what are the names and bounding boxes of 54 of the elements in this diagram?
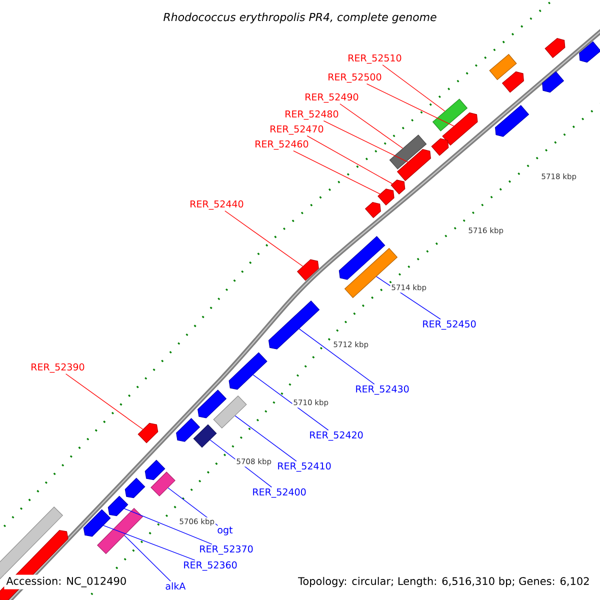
- gene-block: [579, 41, 600, 63]
- leader-line: [65, 374, 144, 430]
- gene-block: [138, 422, 158, 444]
- gene-label: RER_52370: [200, 545, 253, 555]
- gene-label: RER_52510: [348, 54, 402, 64]
- gene-block: [144, 460, 166, 480]
- gene-label: RER_52440: [190, 200, 244, 210]
- leader-line: [252, 374, 329, 431]
- gene-box: [389, 134, 427, 170]
- gene-label: RER_52500: [328, 73, 382, 83]
- gene-label: RER_52410: [278, 462, 331, 472]
- gene-block: [268, 300, 320, 350]
- leader-line: [124, 508, 212, 544]
- gene-block: [544, 38, 566, 58]
- gene-label: RER_52480: [286, 110, 338, 120]
- gene-label: RER_52470: [270, 125, 324, 135]
- leader-line: [306, 136, 393, 184]
- leader-line: [102, 525, 196, 560]
- leader-line: [366, 84, 454, 126]
- gene-block: [176, 418, 200, 442]
- gene-block: [124, 478, 146, 498]
- gene-box: [150, 472, 176, 496]
- gene-block: [338, 236, 386, 280]
- genome-info-text: Topology: circular; Length: 6,516,310 bp; Genes: 6,102: [296, 574, 592, 590]
- gene-block: [228, 352, 268, 390]
- gene-block: [431, 138, 449, 156]
- leader-line: [298, 328, 375, 385]
- title: Rhodococcus erythropolis PR4, complete genome: [164, 12, 436, 24]
- gene-block: [390, 180, 406, 194]
- leader-line: [382, 64, 446, 112]
- gene-label: RER_52420: [310, 431, 363, 441]
- gene-label: alkA: [166, 582, 186, 590]
- leader-line: [224, 210, 304, 267]
- gene-label: RER_52400: [253, 488, 306, 498]
- gene-block: [378, 188, 394, 206]
- gene-box: [193, 424, 217, 448]
- leader-line: [234, 415, 297, 462]
- gene-label: RER_52430: [356, 385, 409, 395]
- accession-text: Accession: NC_012490: [4, 574, 129, 590]
- leader-line: [293, 150, 380, 194]
- gene-label: RER_52390: [32, 363, 84, 373]
- gene-label: RER_52490: [306, 93, 358, 103]
- leader-line: [340, 104, 404, 149]
- gene-block: [83, 509, 111, 537]
- gene-block: [108, 496, 128, 516]
- gene-block: [542, 71, 564, 93]
- leader-line: [323, 120, 408, 162]
- gene-label: RER_52360: [184, 561, 237, 571]
- gene-label: ogt: [218, 526, 233, 536]
- gene-label: RER_52460: [256, 140, 308, 150]
- gene-label: RER_52450: [423, 320, 476, 330]
- gene-block: [442, 112, 478, 146]
- gene-block: [198, 390, 227, 418]
- leader-line: [124, 535, 171, 582]
